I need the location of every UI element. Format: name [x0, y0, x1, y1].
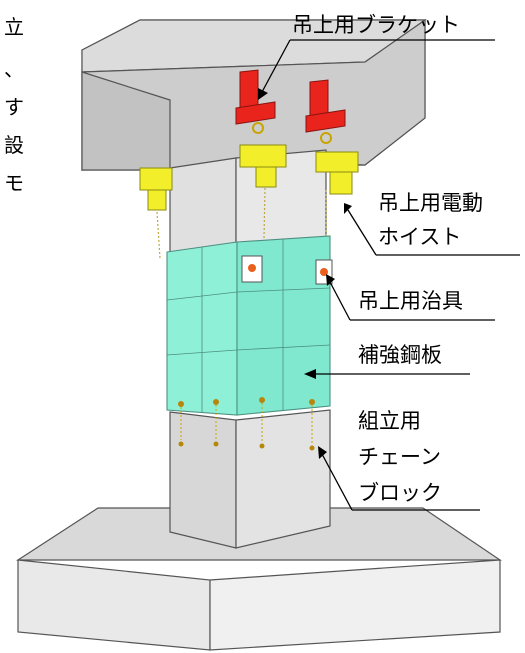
label-hoist-line1: 吊上用電動 — [378, 191, 483, 215]
hoist-chains — [156, 187, 327, 259]
label-bracket: 吊上用ブラケット — [292, 13, 460, 37]
lifting-brackets — [235, 69, 346, 133]
edge-char-2: 、 — [4, 57, 24, 81]
callout-jig: 吊上用治具 — [326, 274, 495, 321]
edge-char-4: 設 — [4, 133, 24, 157]
edge-char-5: モ — [4, 171, 24, 195]
label-chain-line1: 組立用 — [358, 409, 421, 433]
callout-bracket: 吊上用ブラケット — [258, 13, 495, 100]
electric-hoists — [139, 122, 359, 211]
edge-char-3: す — [4, 95, 24, 119]
footing — [15, 507, 502, 651]
label-jig: 吊上用治具 — [358, 289, 463, 313]
label-hoist-line2: ホイスト — [378, 225, 461, 249]
label-chain-line2: チェーン — [358, 445, 441, 469]
callout-chain: 組立用 チェーン ブロック — [318, 409, 480, 511]
callout-plate: 補強鋼板 — [304, 343, 470, 379]
lifting-jigs — [241, 255, 333, 285]
chain-blocks — [178, 397, 315, 451]
callout-hoist: 吊上用電動 ホイスト — [344, 191, 520, 256]
edge-char-1: 立 — [4, 15, 24, 39]
label-plate: 補強鋼板 — [358, 343, 442, 367]
cropped-side-text: 立 、 す 設 モ — [4, 15, 24, 195]
label-chain-line3: ブロック — [358, 481, 442, 505]
column-lower — [169, 409, 331, 549]
